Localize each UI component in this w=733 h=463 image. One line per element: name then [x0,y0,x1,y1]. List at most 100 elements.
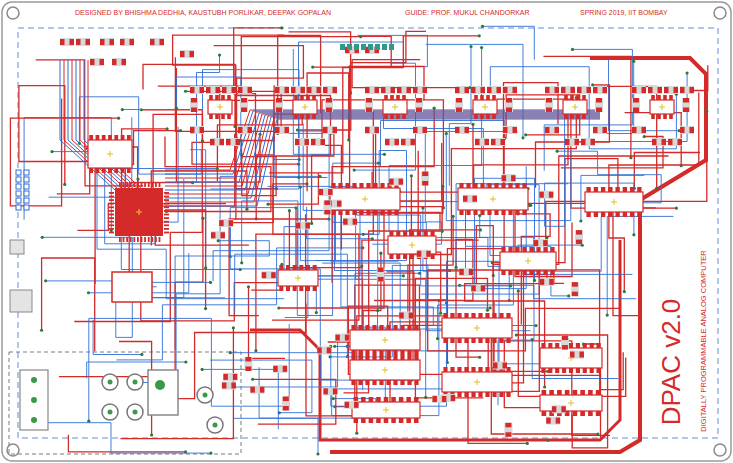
via [239,268,242,271]
resistor-footprint [323,86,337,94]
resistor-footprint [222,382,236,390]
resistor-footprint [250,386,264,394]
pad [279,265,283,270]
pad [191,98,197,103]
signal-bus [165,117,600,198]
resistor-footprint [240,98,248,112]
resistor-footprint [545,86,559,94]
center-mark [474,325,480,331]
resistor-footprint [632,86,646,94]
pad [471,313,475,318]
pad [333,388,338,394]
pad [407,87,412,93]
ic-outline [563,100,587,114]
copper-trace [210,360,312,413]
part-body [76,38,90,46]
ic-body [115,188,163,236]
resistor-footprint [311,138,325,146]
copper-trace [536,85,610,188]
pad [352,183,356,188]
pad [506,338,510,343]
pad [486,95,490,100]
pad [478,338,482,343]
pad [669,95,673,100]
pad [503,363,508,369]
pad [471,338,475,343]
pad [345,335,350,341]
via [521,136,524,139]
pad [426,251,431,257]
via [517,289,520,292]
part-body [505,98,513,112]
pad [285,87,290,93]
part-body [222,86,236,94]
pad [220,232,225,238]
pad [378,277,384,282]
pad [130,39,135,45]
via [277,306,280,309]
pad [386,350,390,355]
pad [122,59,127,65]
part-body [534,239,548,247]
part-body [282,397,290,411]
copper-trace [177,77,241,161]
copper-trace [158,37,361,86]
pad [587,87,592,93]
resistor-footprint [561,86,575,94]
part-body [262,271,276,279]
pad [414,418,419,423]
part-body [471,284,485,292]
via [478,356,481,359]
pad [378,267,384,272]
via [266,203,269,206]
pad [414,355,418,360]
part-body [570,351,584,359]
signal-bus [165,112,600,178]
pad [457,338,461,343]
resistor-footprint [190,86,204,94]
part-body [504,423,512,437]
via [184,90,187,93]
pad [358,355,362,360]
pad [358,350,362,355]
ic-outline [500,252,556,270]
credit-text: DESIGNED BY BHISHMA DEDHIA, KAUSTUBH POR… [75,9,331,17]
via [529,204,532,207]
pad [108,168,112,173]
pad [583,343,587,348]
pad [397,87,402,93]
pad [464,367,468,372]
part-body [190,86,204,94]
part-body [219,219,233,227]
pad [499,338,503,343]
pin [109,217,114,219]
copper-trace [322,100,443,250]
part-body [273,365,287,373]
header-pin [361,44,366,50]
pad [642,127,647,133]
pad [678,139,683,145]
part-body [413,86,427,94]
ic-footprint [293,95,317,119]
pad [690,127,695,133]
part-body [493,362,507,370]
resistor-footprint [503,126,517,134]
pad [581,139,586,145]
pad [561,87,566,93]
credit-text: GUIDE: PROF. MUKUL CHANDORKAR [405,9,530,17]
pad [326,98,332,103]
pad [366,183,370,188]
pad [545,127,550,133]
pad [515,210,519,215]
via [469,45,472,48]
component-layer [10,38,694,437]
part-body [455,86,469,94]
resistor-footprint [319,188,333,196]
pin [164,199,169,201]
pin [119,237,121,242]
via [245,208,248,211]
pad [522,270,526,275]
pad [326,108,332,113]
pad [102,168,106,173]
center-mark [362,196,368,202]
